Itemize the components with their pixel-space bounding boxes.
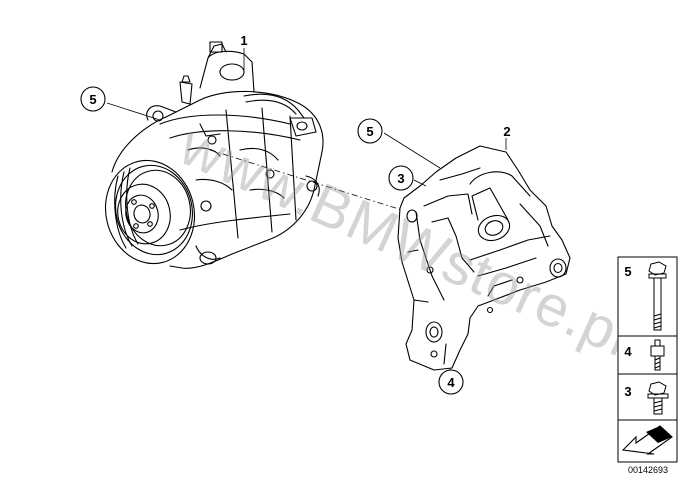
leader-5a [106,102,161,121]
watermark-text: www.BMWstore.pl [170,112,641,369]
callout-1-label: 1 [240,33,247,48]
callout-5b: 5 [357,118,383,144]
legend-row-4: 4 [624,339,665,371]
callout-circle [80,86,106,112]
bracket-drawing [397,145,571,371]
callout-5a-label: 5 [89,92,96,107]
bolt-icon [648,261,667,331]
legend-frame [617,256,678,463]
leader-lines [106,48,507,374]
callout-2-label: 2 [503,124,510,139]
callout-circle [357,118,383,144]
leader-3 [413,179,427,187]
callout-1: 1 [240,33,247,48]
diagram-id: 00142693 [628,465,668,475]
leader-5b [383,132,441,169]
parts-legend-panel: 5 4 3 [617,256,678,475]
callout-2: 2 [503,124,510,139]
legend-row-3: 3 [624,381,669,415]
legend-row-number: 5 [624,264,631,279]
callout-3-label: 3 [397,171,404,186]
callout-circle [388,165,414,191]
short-stud-icon [650,339,665,371]
arrow-icon [621,425,673,455]
callout-3: 3 [388,165,414,191]
callout-5a: 5 [80,86,106,112]
compressor-drawing [104,41,324,269]
callout-4-label: 4 [447,375,455,390]
legend-row-number: 4 [624,344,632,359]
flange-bolt-icon [647,381,669,415]
callout-circle [438,369,464,395]
callout-4: 4 [438,369,464,395]
legend-row-number: 3 [624,384,631,399]
legend-row-5: 5 [624,261,667,331]
callouts: 1 5 5 2 3 4 [80,33,511,395]
assembly-axis-line [209,149,403,211]
callout-5b-label: 5 [366,124,373,139]
